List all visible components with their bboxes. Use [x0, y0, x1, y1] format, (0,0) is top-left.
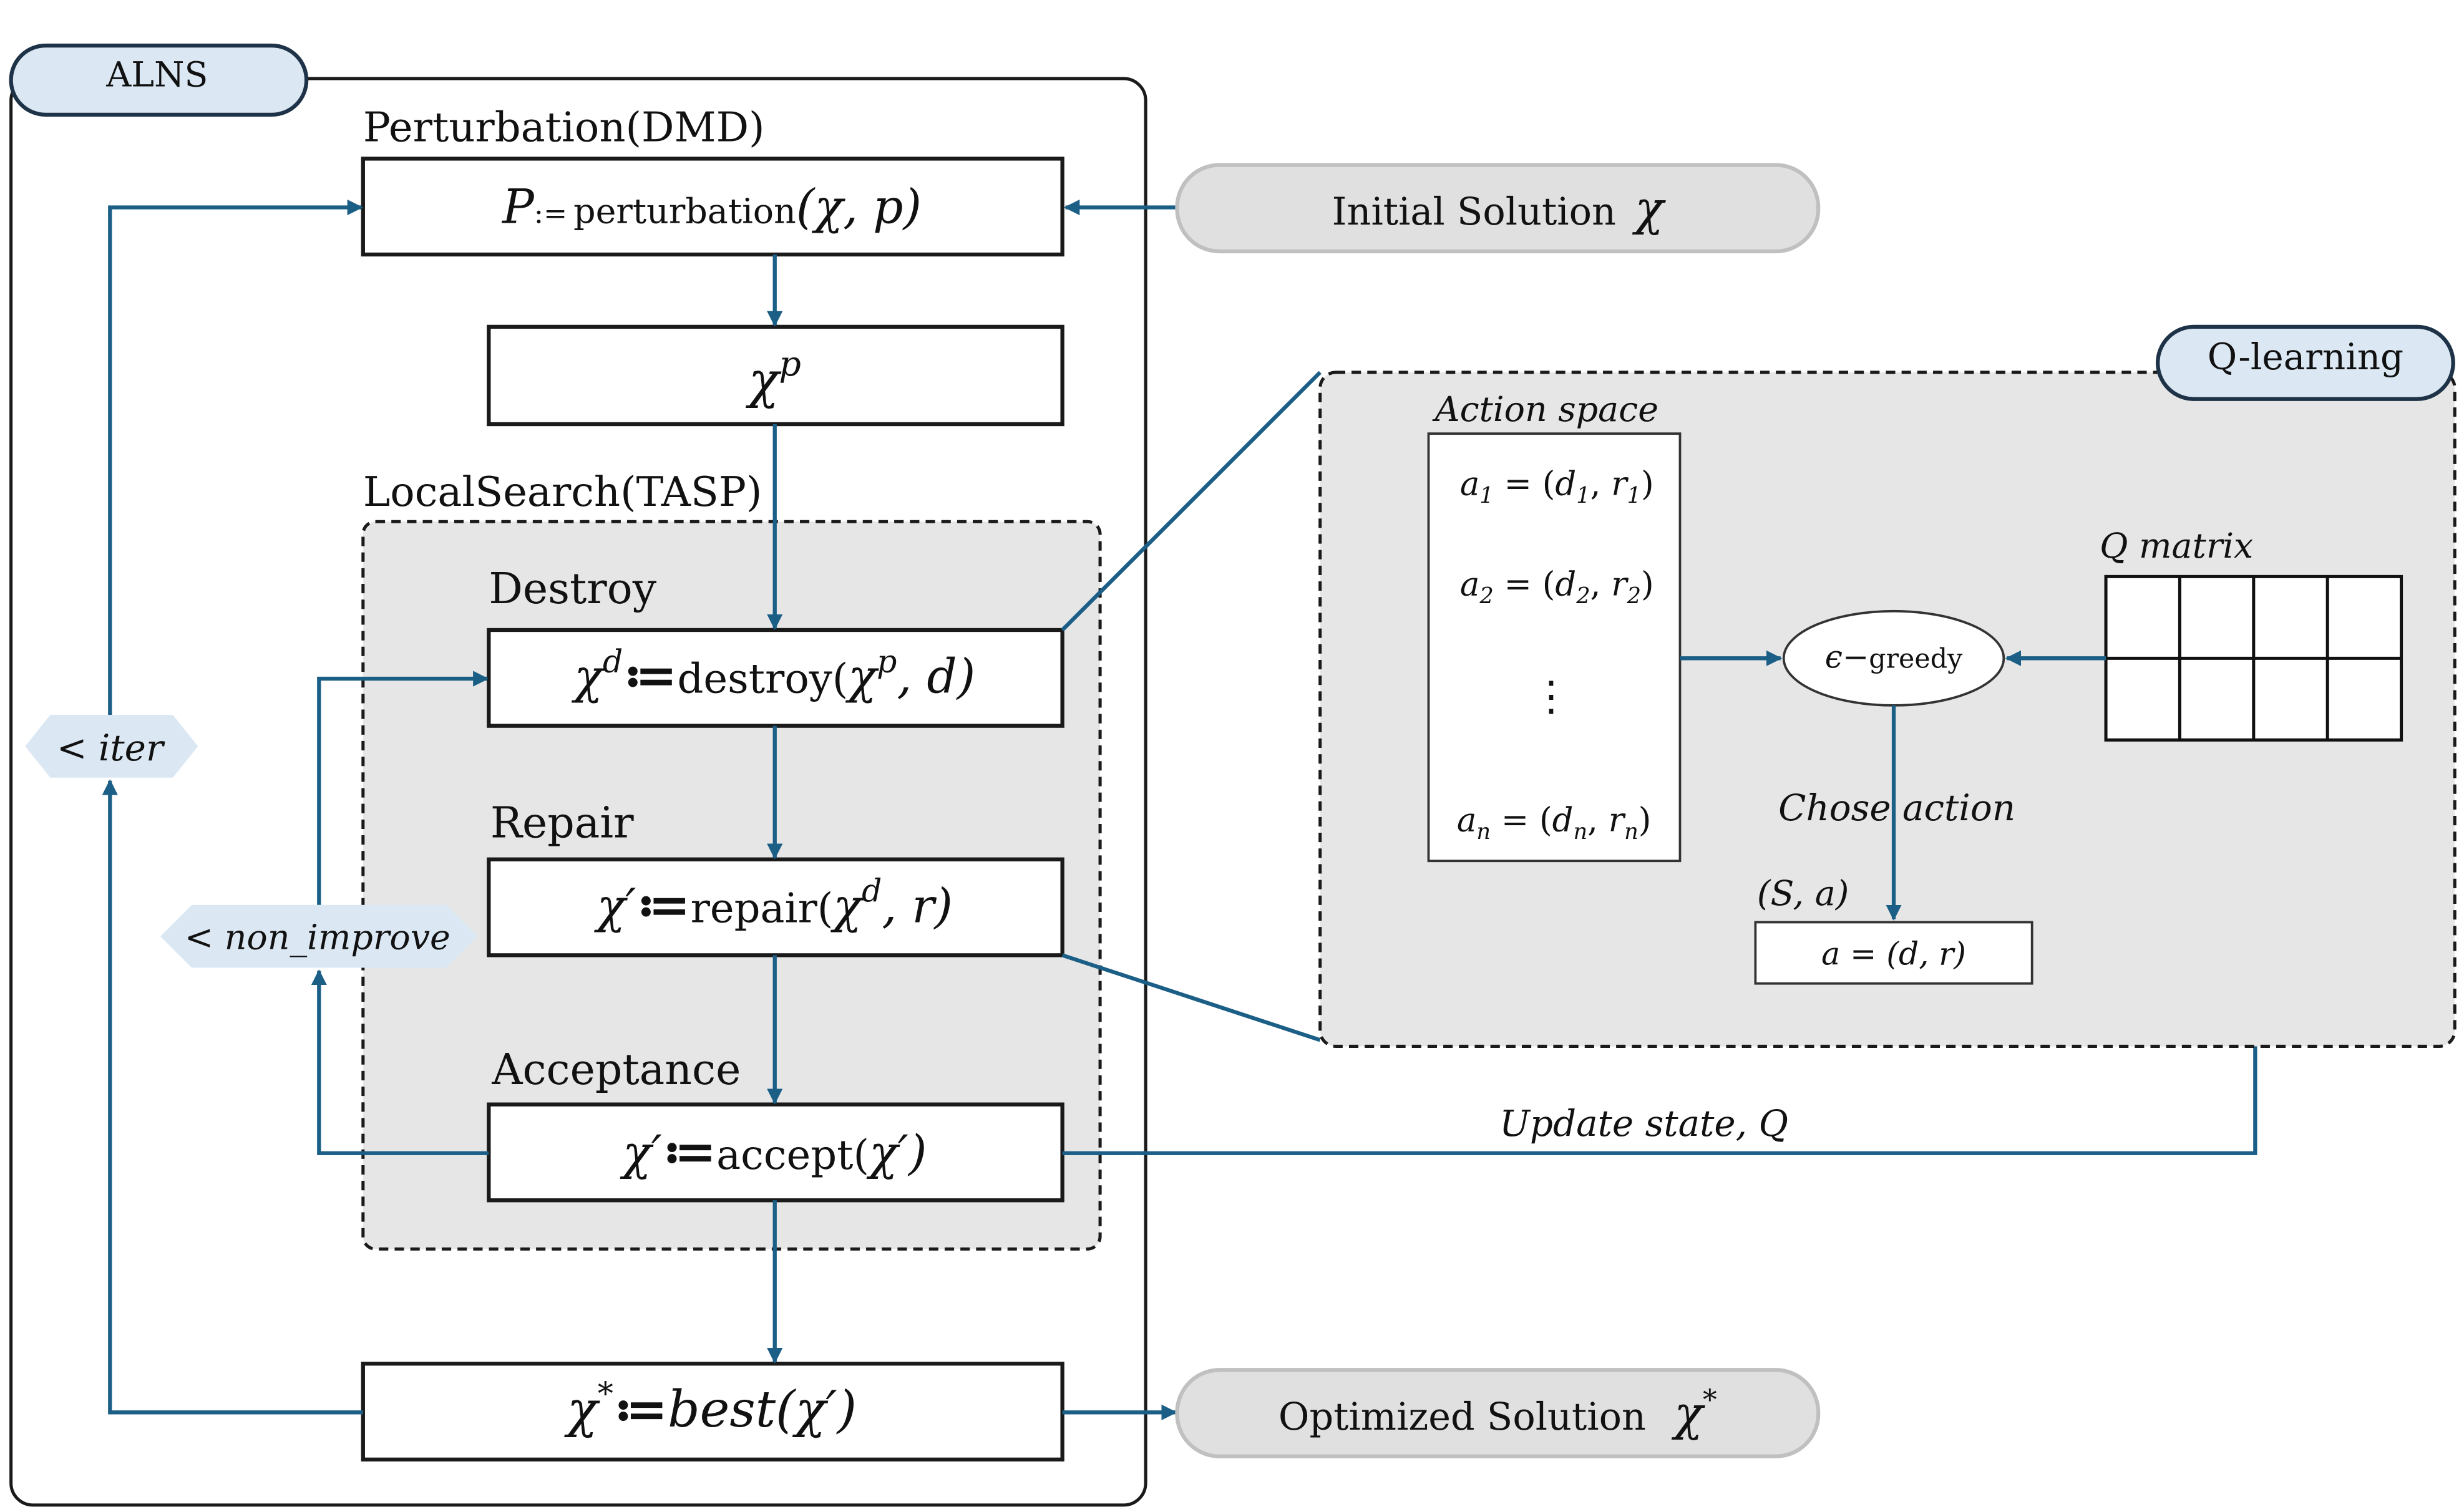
action-space-box	[1427, 432, 1682, 863]
q-matrix-grid	[2104, 574, 2403, 742]
action-result-label: a = (d, r)	[1821, 935, 1966, 972]
localsearch-heading: LocalSearch(TASP)	[363, 468, 762, 516]
action-a2: a2 = (d2, r2)	[1460, 566, 1654, 609]
epsilon-greedy-node: ϵ−greedy	[1782, 609, 2005, 707]
state-action-label: (S, a)	[1757, 874, 1849, 914]
iter-condition-label: < iter	[57, 727, 165, 769]
chi-p-box: χp	[487, 324, 1064, 427]
alns-tag-label: ALNS	[105, 56, 208, 95]
zoom-line-bottom	[1061, 953, 1321, 1042]
repair-box: χ′≔repair(χd, r)	[487, 857, 1064, 957]
iter-condition-tag: < iter	[25, 715, 198, 778]
non-improve-condition-label: < non_improve	[185, 918, 450, 957]
acceptance-box: χ′≔accept(χ′)	[487, 1102, 1064, 1203]
action-list: a1 = (d1, r1) a2 = (d2, r2) ⋮ an = (dn, …	[1457, 465, 1654, 845]
perturbation-box: P:=perturbation(χ, p)	[361, 157, 1064, 257]
best-box: χ*≔best(χ′)	[361, 1362, 1064, 1462]
repair-formula: χ′≔repair(χd, r)	[593, 873, 953, 935]
qlearning-tag-label: Q-learning	[2208, 336, 2403, 378]
arrow-acceptance-to-nonimprove	[311, 969, 489, 1155]
repair-label: Repair	[490, 798, 634, 848]
action-result-box: a = (d, r)	[1754, 921, 2033, 985]
best-formula: χ*≔best(χ′)	[564, 1375, 857, 1439]
chose-action-label: Chose action	[1778, 787, 2015, 829]
perturbation-formula: P:=perturbation(χ, p)	[501, 180, 922, 235]
epsilon-greedy-label: ϵ−greedy	[1825, 638, 1963, 675]
arrow-nonimprove-to-destroy	[317, 671, 489, 905]
action-ellipsis: ⋮	[1531, 672, 1571, 720]
action-a1: a1 = (d1, r1)	[1460, 465, 1654, 508]
action-space-title: Action space	[1432, 390, 1658, 430]
perturbation-heading: Perturbation(DMD)	[363, 104, 765, 152]
destroy-label: Destroy	[489, 565, 656, 614]
qlearning-tag: Q-learning	[2156, 324, 2455, 401]
acceptance-formula: χ′≔accept(χ′)	[620, 1122, 927, 1181]
arrow-iter-to-perturbation	[108, 199, 363, 715]
destroy-box: χd≔destroy(χp, d)	[487, 628, 1064, 728]
zoom-line-top	[1061, 371, 1322, 632]
q-matrix-title: Q matrix	[2100, 526, 2253, 566]
arrow-best-to-iter	[102, 779, 363, 1415]
alns-tag: ALNS	[9, 43, 309, 117]
destroy-formula: χd≔destroy(χp, d)	[571, 643, 975, 705]
update-state-label: Update state, Q	[1499, 1102, 1788, 1145]
qlearning-arrows	[1680, 650, 2106, 921]
non-improve-condition-tag: < non_improve	[160, 904, 478, 968]
acceptance-label: Acceptance	[491, 1045, 741, 1095]
action-an: an = (dn, rn)	[1457, 801, 1652, 845]
chi-p-formula: χp	[746, 344, 801, 410]
zoom-connectors	[1061, 371, 1322, 1042]
